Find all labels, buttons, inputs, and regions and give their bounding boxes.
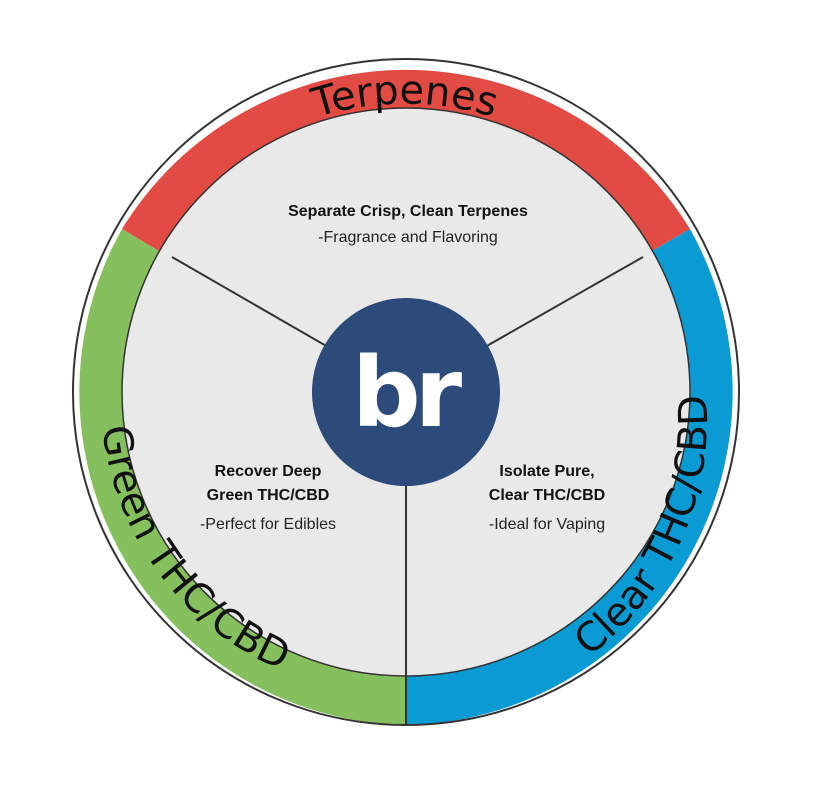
br-logo-icon: br: [352, 337, 463, 449]
ring-segment-clear: [406, 229, 733, 725]
caption-subtitle-green: -Perfect for Edibles: [200, 516, 336, 533]
ring-segment-terpenes: [122, 69, 690, 254]
center-logo: br: [312, 298, 500, 486]
outer-outline: [72, 58, 740, 726]
inner-outline: [121, 107, 691, 677]
caption-title-green-line-2: Green THC/CBD: [207, 487, 330, 504]
ring-segment-green: [79, 229, 407, 725]
caption-subtitle-clear: -Ideal for Vaping: [489, 516, 605, 533]
outer-ring: [79, 69, 733, 725]
caption-title-clear-line-2: Clear THC/CBD: [489, 487, 605, 504]
caption-subtitle-terpenes: -Fragrance and Flavoring: [318, 229, 498, 246]
logo-disk: [312, 298, 500, 486]
caption-title-terpenes-line-1: Separate Crisp, Clean Terpenes: [288, 203, 528, 220]
caption-title-green-line-1: Recover Deep: [215, 463, 322, 480]
caption-clear: Isolate Pure, Clear THC/CBD -Ideal for V…: [489, 463, 605, 533]
caption-green: Recover Deep Green THC/CBD -Perfect for …: [200, 463, 336, 533]
caption-terpenes: Separate Crisp, Clean Terpenes -Fragranc…: [288, 203, 528, 246]
caption-title-clear-line-1: Isolate Pure,: [499, 463, 594, 480]
